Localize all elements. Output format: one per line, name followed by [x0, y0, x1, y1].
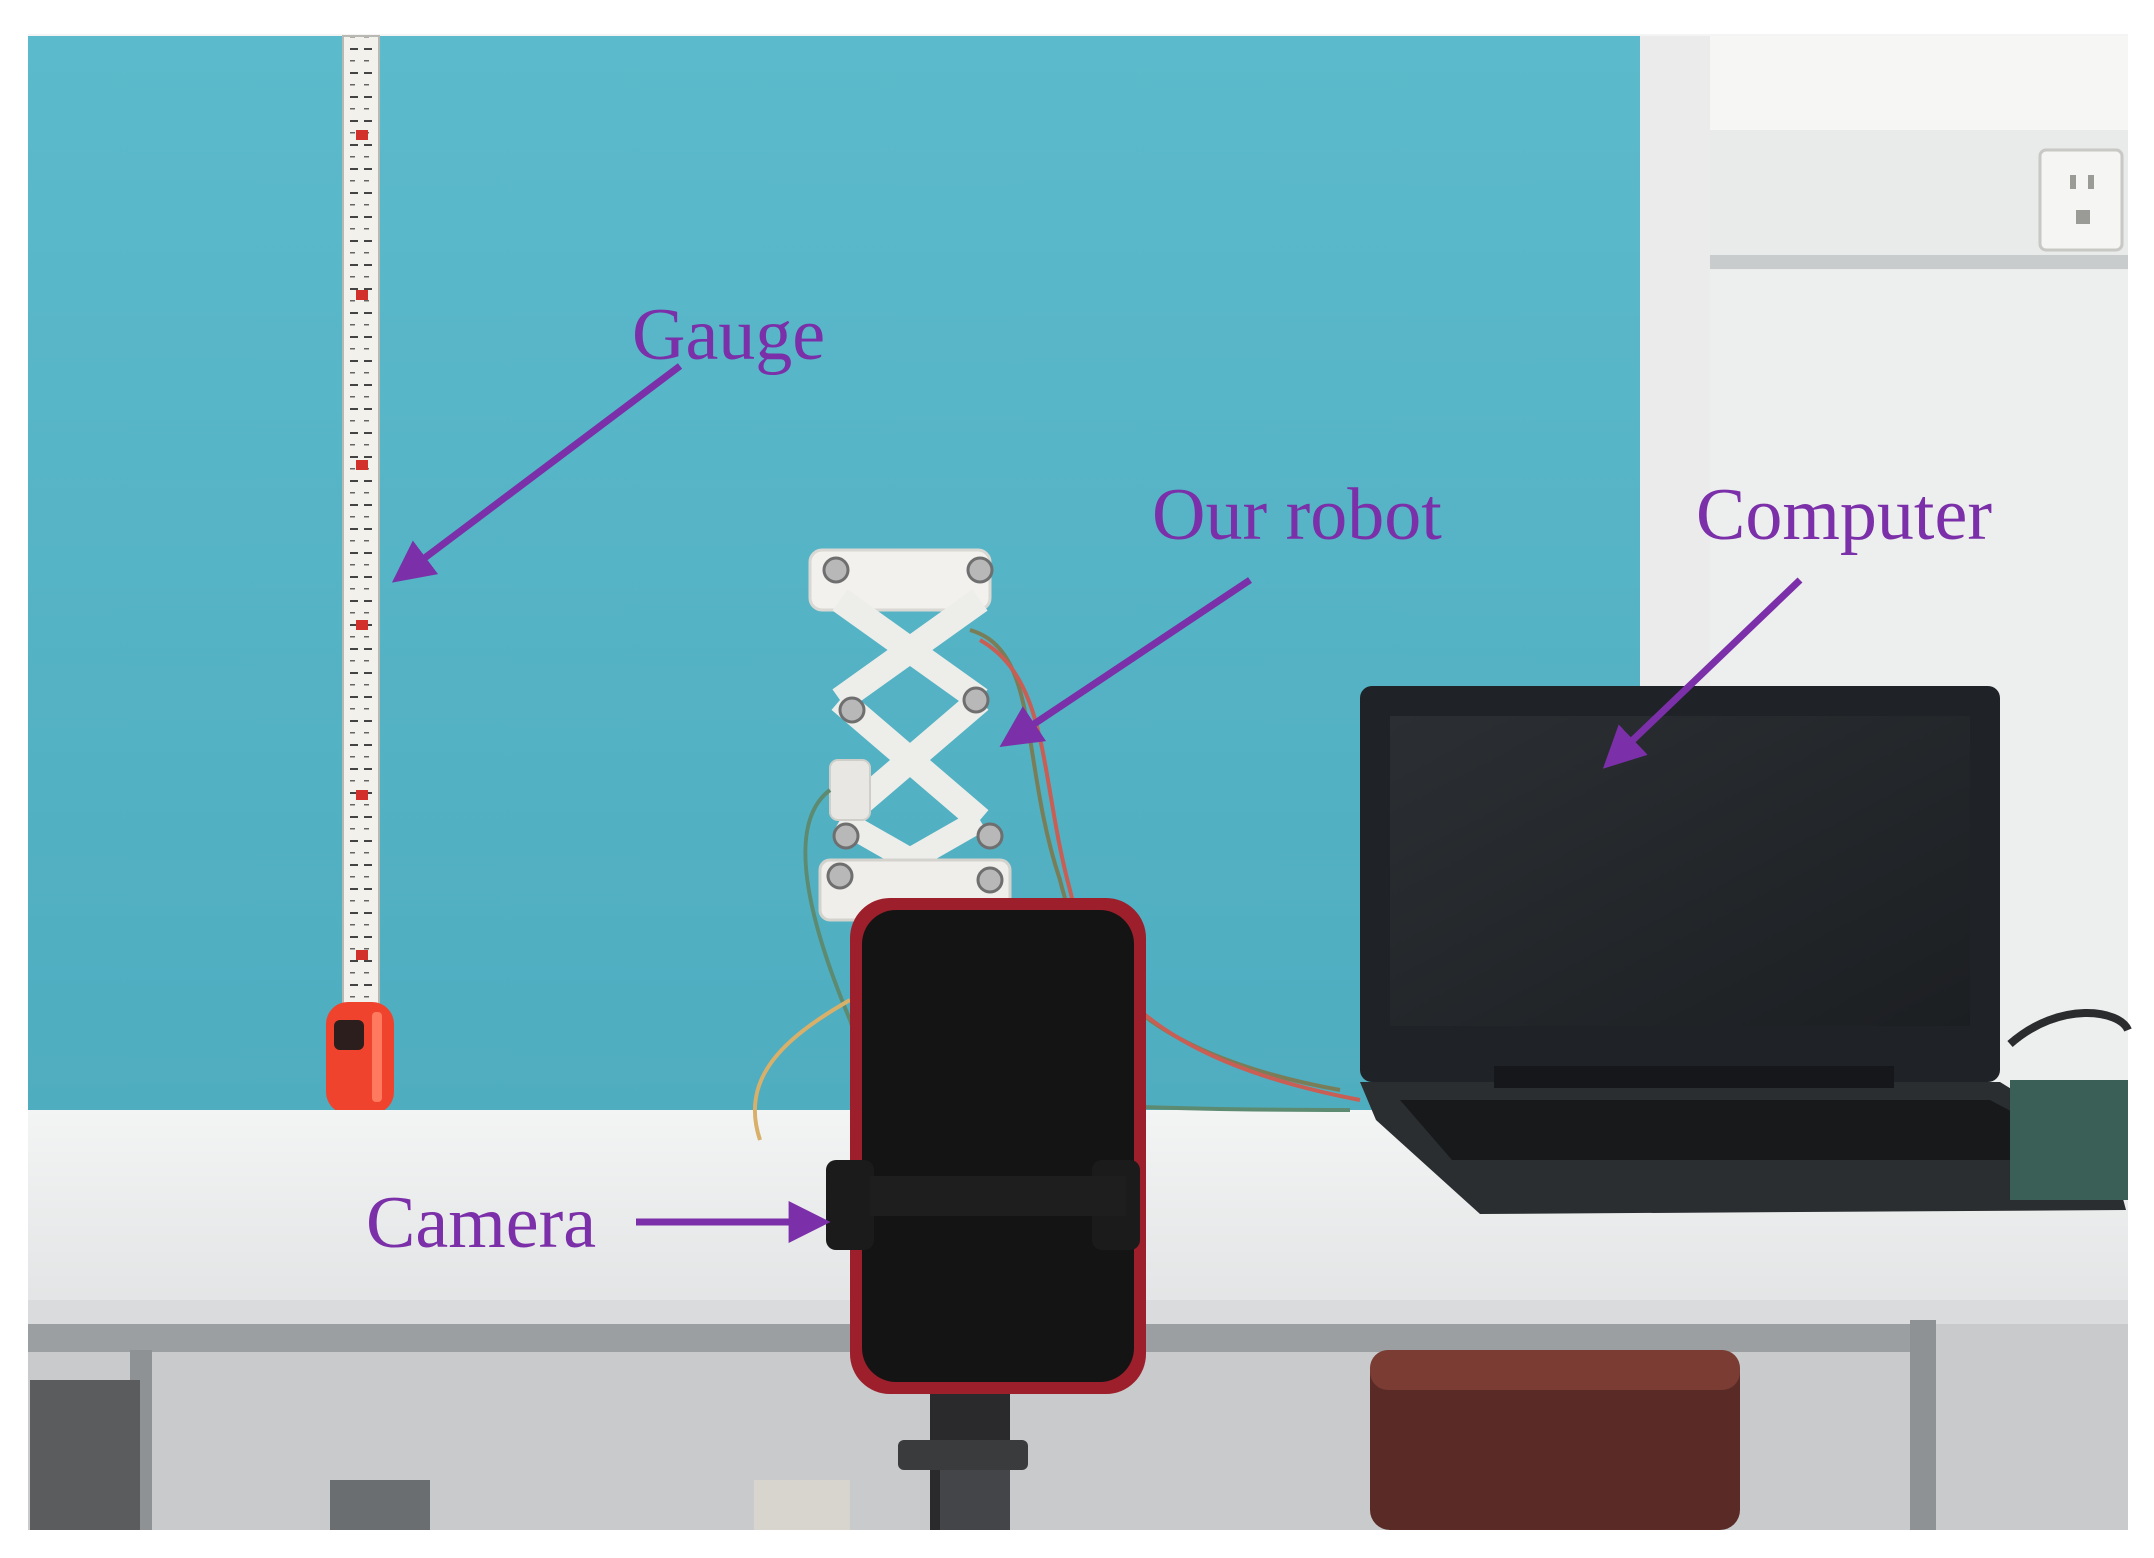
computer-label: Computer — [1696, 474, 1992, 556]
phone-camera — [826, 898, 1146, 1394]
gauge-arrow — [391, 363, 683, 583]
tripod — [898, 1390, 1028, 1530]
rolled-mat-top — [1370, 1350, 1740, 1390]
outlet-slot-a — [2070, 175, 2076, 189]
camera-label: Camera — [366, 1182, 597, 1264]
tape-case-highlight — [372, 1012, 382, 1102]
computer-arrow — [1602, 577, 1803, 769]
tape-measure-strip — [343, 36, 379, 1036]
robot-label: Our robot — [1152, 474, 1442, 556]
floor-vent-mid — [754, 1480, 850, 1530]
rolled-mat — [1370, 1350, 1740, 1530]
tape-measure-case — [326, 1002, 394, 1114]
tape-red-marks — [356, 130, 368, 960]
wall-ledge-edge — [1710, 255, 2128, 269]
robot-joints — [822, 556, 1004, 894]
outlet-slot-c — [2076, 210, 2090, 224]
table-leg-right — [1910, 1320, 1936, 1530]
power-cable — [2007, 1009, 2132, 1048]
robot-arrow — [999, 577, 1252, 747]
laptop — [1360, 686, 2126, 1214]
side-shelf — [2010, 1080, 2128, 1200]
annotation-arrows — [391, 363, 1803, 1243]
wall-panel-top — [1710, 36, 2128, 136]
outlet-slot-b — [2088, 175, 2094, 189]
gauge-label: Gauge — [632, 294, 826, 376]
under-table-box — [30, 1380, 140, 1530]
tape-case-grip — [334, 1020, 364, 1050]
wall-outlet — [2038, 148, 2124, 252]
floor-vent-left — [330, 1480, 430, 1530]
